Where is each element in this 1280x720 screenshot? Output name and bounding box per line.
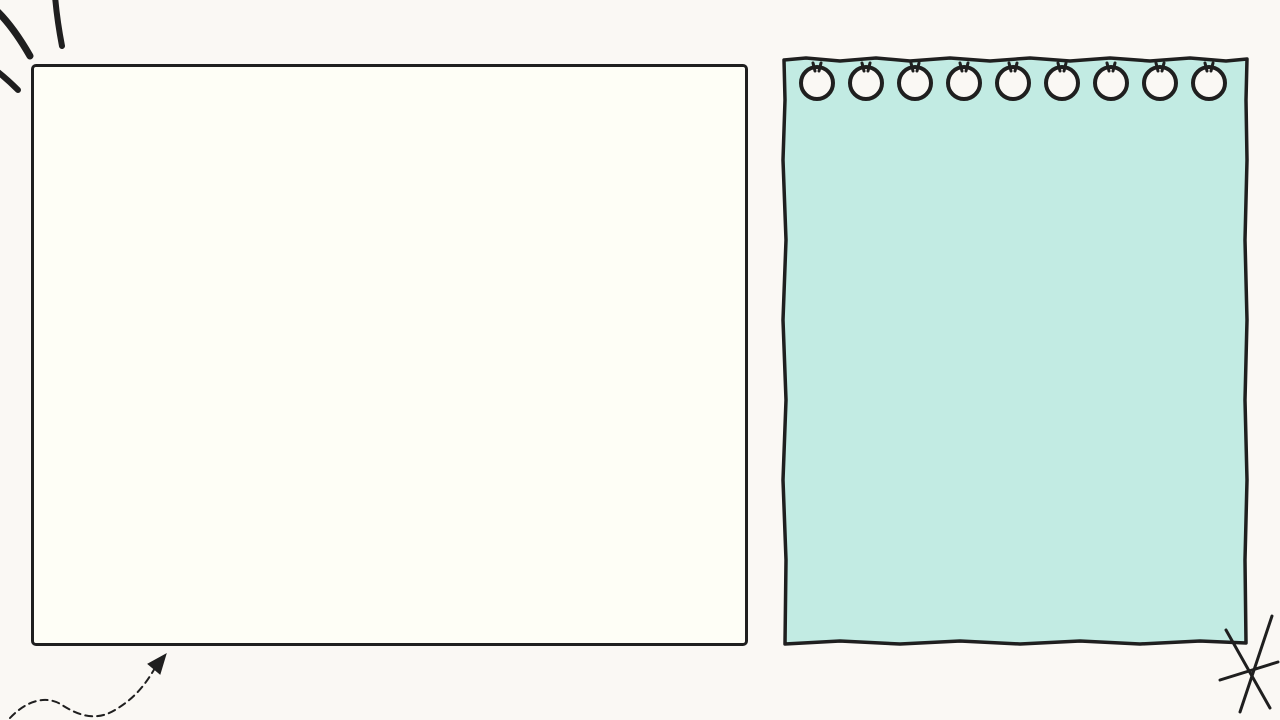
spiral-hole-icon — [1142, 61, 1178, 101]
spiral-hole-icon — [848, 61, 884, 101]
spiral-holes — [799, 61, 1227, 101]
note-paper-sheet — [781, 56, 1249, 646]
spiral-hole-icon — [897, 61, 933, 101]
spiral-hole-icon — [995, 61, 1031, 101]
spiral-hole-icon — [946, 61, 982, 101]
blank-frame — [31, 64, 748, 646]
spiral-hole-icon — [1093, 61, 1129, 101]
spiral-hole-icon — [799, 61, 835, 101]
spiral-hole-icon — [1191, 61, 1227, 101]
spiral-hole-icon — [1044, 61, 1080, 101]
